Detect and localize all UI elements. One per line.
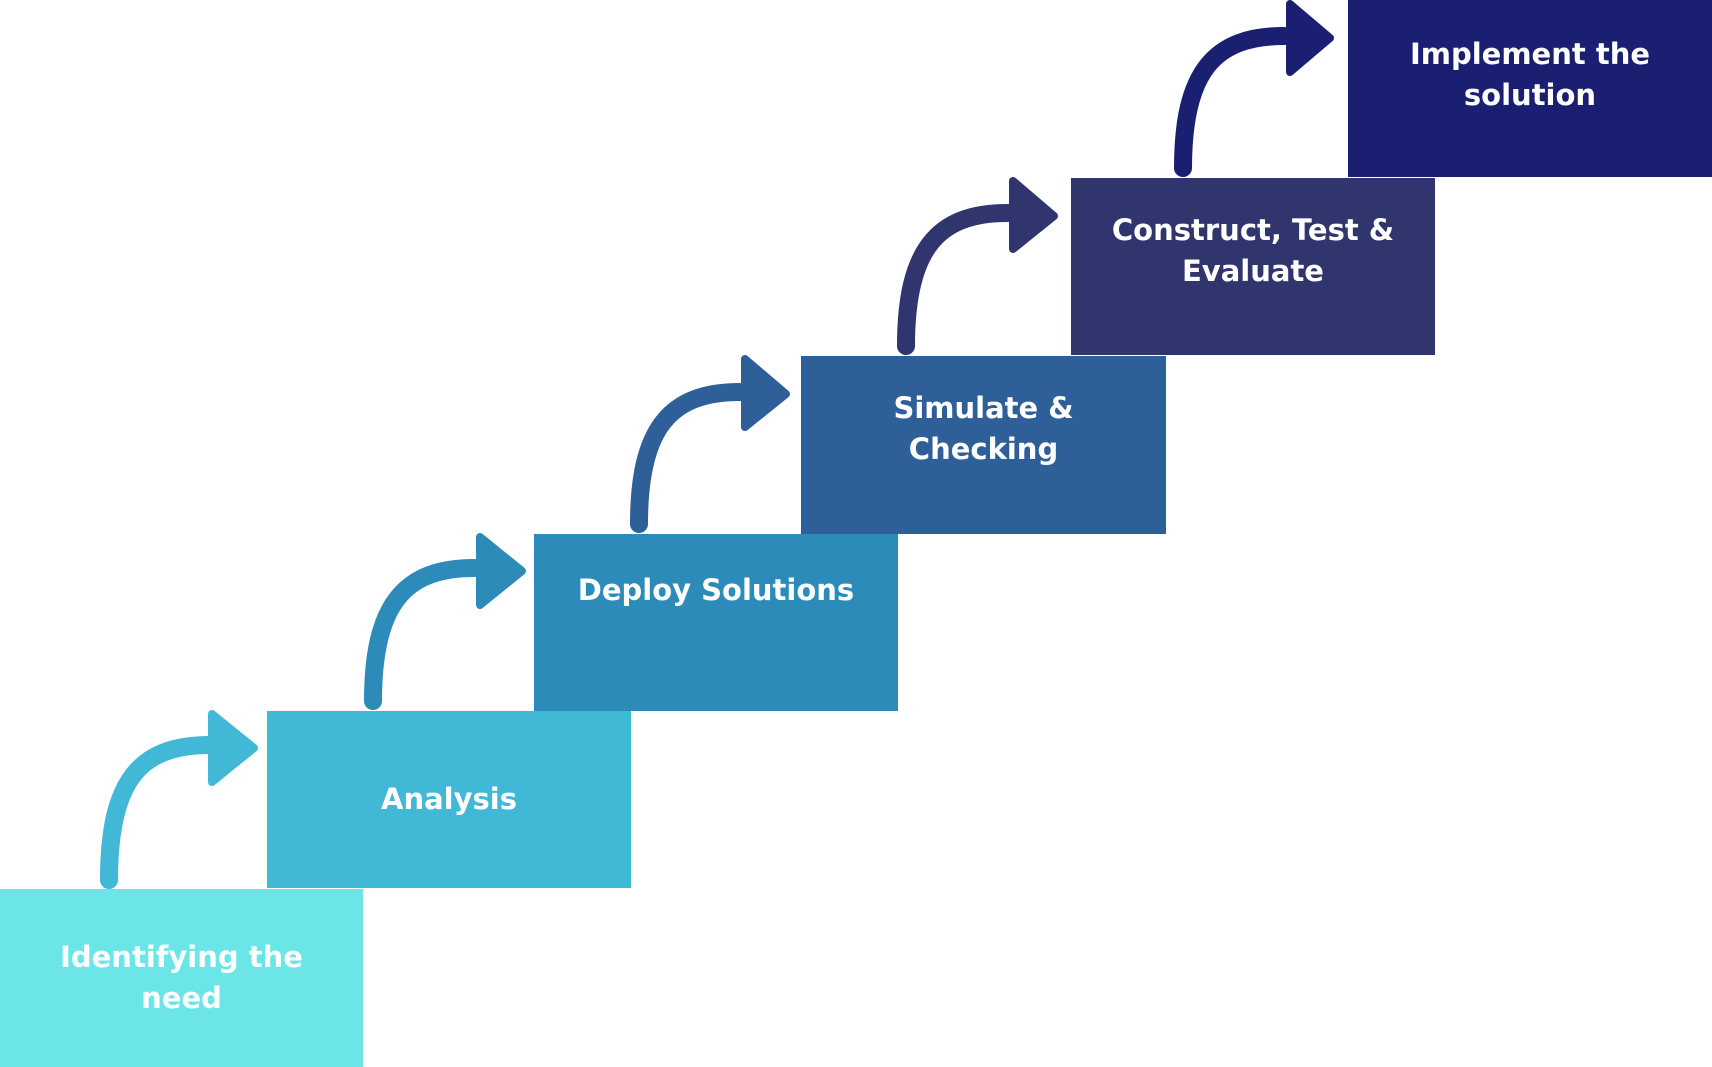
curved-arrow-icon [1174, 0, 1334, 177]
step-construct-test-evaluate: Construct, Test & Evaluate [1071, 178, 1435, 355]
step-deploy-solutions: Deploy Solutions [534, 534, 898, 711]
step-label: Identifying the need [60, 940, 303, 1015]
step-label: Analysis [381, 782, 517, 816]
step-implement-the-solution: Implement the solution [1348, 0, 1712, 177]
curved-arrow-icon [364, 533, 526, 710]
curved-arrow-icon [897, 177, 1058, 355]
step-label: Construct, Test & Evaluate [1111, 213, 1395, 288]
curved-arrow-icon [100, 710, 258, 889]
step-identifying-the-need: Identifying the need [0, 889, 363, 1067]
step-label: Implement the solution [1409, 37, 1651, 112]
step-analysis: Analysis [267, 711, 631, 888]
step-label: Deploy Solutions [577, 573, 855, 607]
step-simulate-and-checking: Simulate & Checking [801, 356, 1166, 534]
curved-arrow-icon [630, 355, 790, 533]
step-label: Simulate & Checking [893, 391, 1074, 466]
